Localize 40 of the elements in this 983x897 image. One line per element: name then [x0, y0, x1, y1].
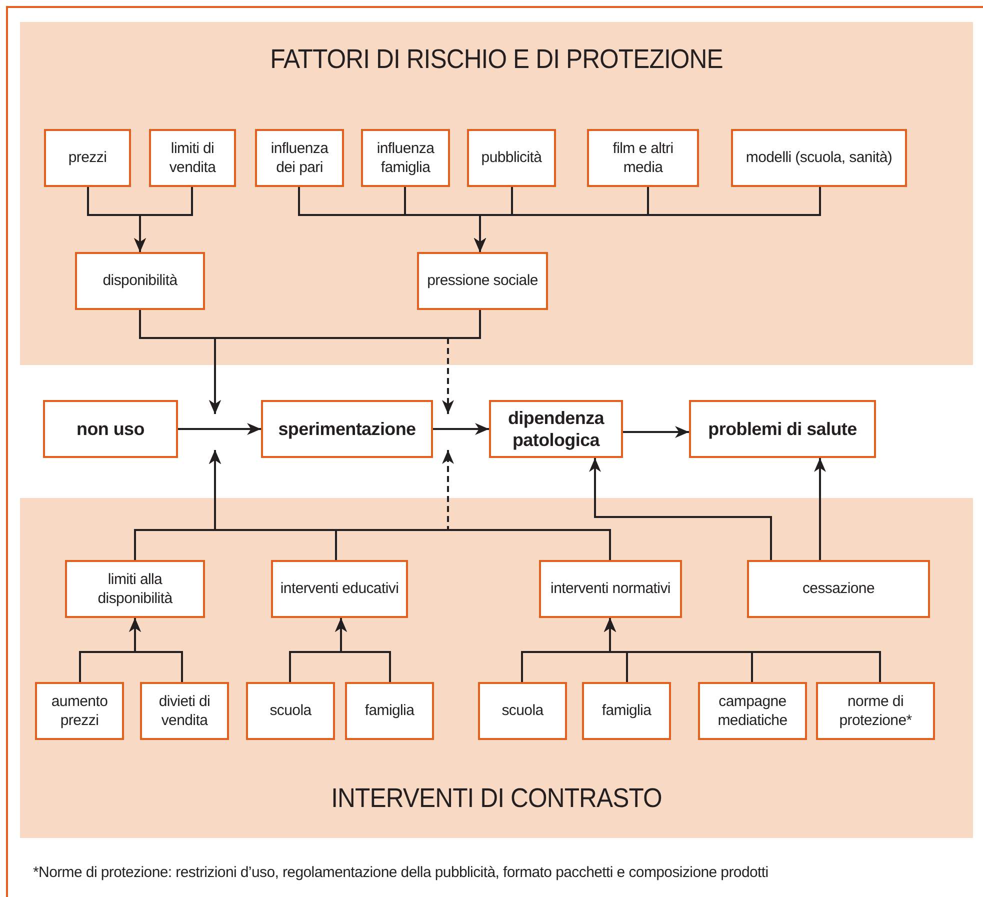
stage-box: problemi di salute [689, 400, 876, 458]
factor-box: interventi normativi [539, 560, 682, 618]
connector-arrow [178, 423, 261, 435]
connector-arrow [604, 618, 881, 682]
factor-box: modelli (scuola, sanità) [731, 129, 907, 187]
factor-box: famiglia [345, 682, 434, 740]
factor-box: film e altri media [587, 129, 699, 187]
factor-box: aumento prezzi [35, 682, 124, 740]
connector-arrow [814, 458, 826, 560]
factor-box: divieti di vendita [140, 682, 229, 740]
factor-box: limiti di vendita [149, 129, 236, 187]
section-band [20, 498, 973, 838]
stage-box: dipendenza patologica [489, 400, 623, 458]
connector-arrow [623, 426, 689, 438]
factor-box: influenza dei pari [255, 129, 344, 187]
stage-box: non uso [43, 400, 178, 458]
footnote: *Norme di protezione: restrizioni d’uso, regolamentazione della pubblicità, formato pacchetti e composizione prodotti [33, 864, 768, 881]
factor-box: scuola [246, 682, 335, 740]
factor-box: interventi educativi [271, 560, 408, 618]
factor-box: famiglia [582, 682, 671, 740]
factor-box: norme di protezione* [816, 682, 935, 740]
connector-arrow [589, 458, 772, 560]
connector-arrow [335, 618, 391, 682]
factor-box: pubblicità [467, 129, 556, 187]
factor-box: disponibilità [75, 252, 205, 310]
section-heading: FATTORI DI RISCHIO E DI PROTEZIONE [270, 44, 723, 74]
connector-arrow [134, 187, 193, 252]
section-heading: INTERVENTI DI CONTRASTO [331, 783, 662, 813]
stage-box: sperimentazione [261, 400, 433, 458]
factor-box: cessazione [747, 560, 930, 618]
factor-box: prezzi [44, 129, 131, 187]
factor-box: scuola [478, 682, 567, 740]
section-band [20, 22, 973, 365]
factor-box: pressione sociale [417, 252, 548, 310]
connector-arrow [474, 187, 821, 252]
connector-arrow [433, 423, 489, 435]
factor-box: campagne mediatiche [698, 682, 807, 740]
factor-box: limiti alla disponibilità [65, 560, 205, 618]
factor-box: influenza famiglia [361, 129, 450, 187]
connector-arrow [129, 618, 183, 682]
